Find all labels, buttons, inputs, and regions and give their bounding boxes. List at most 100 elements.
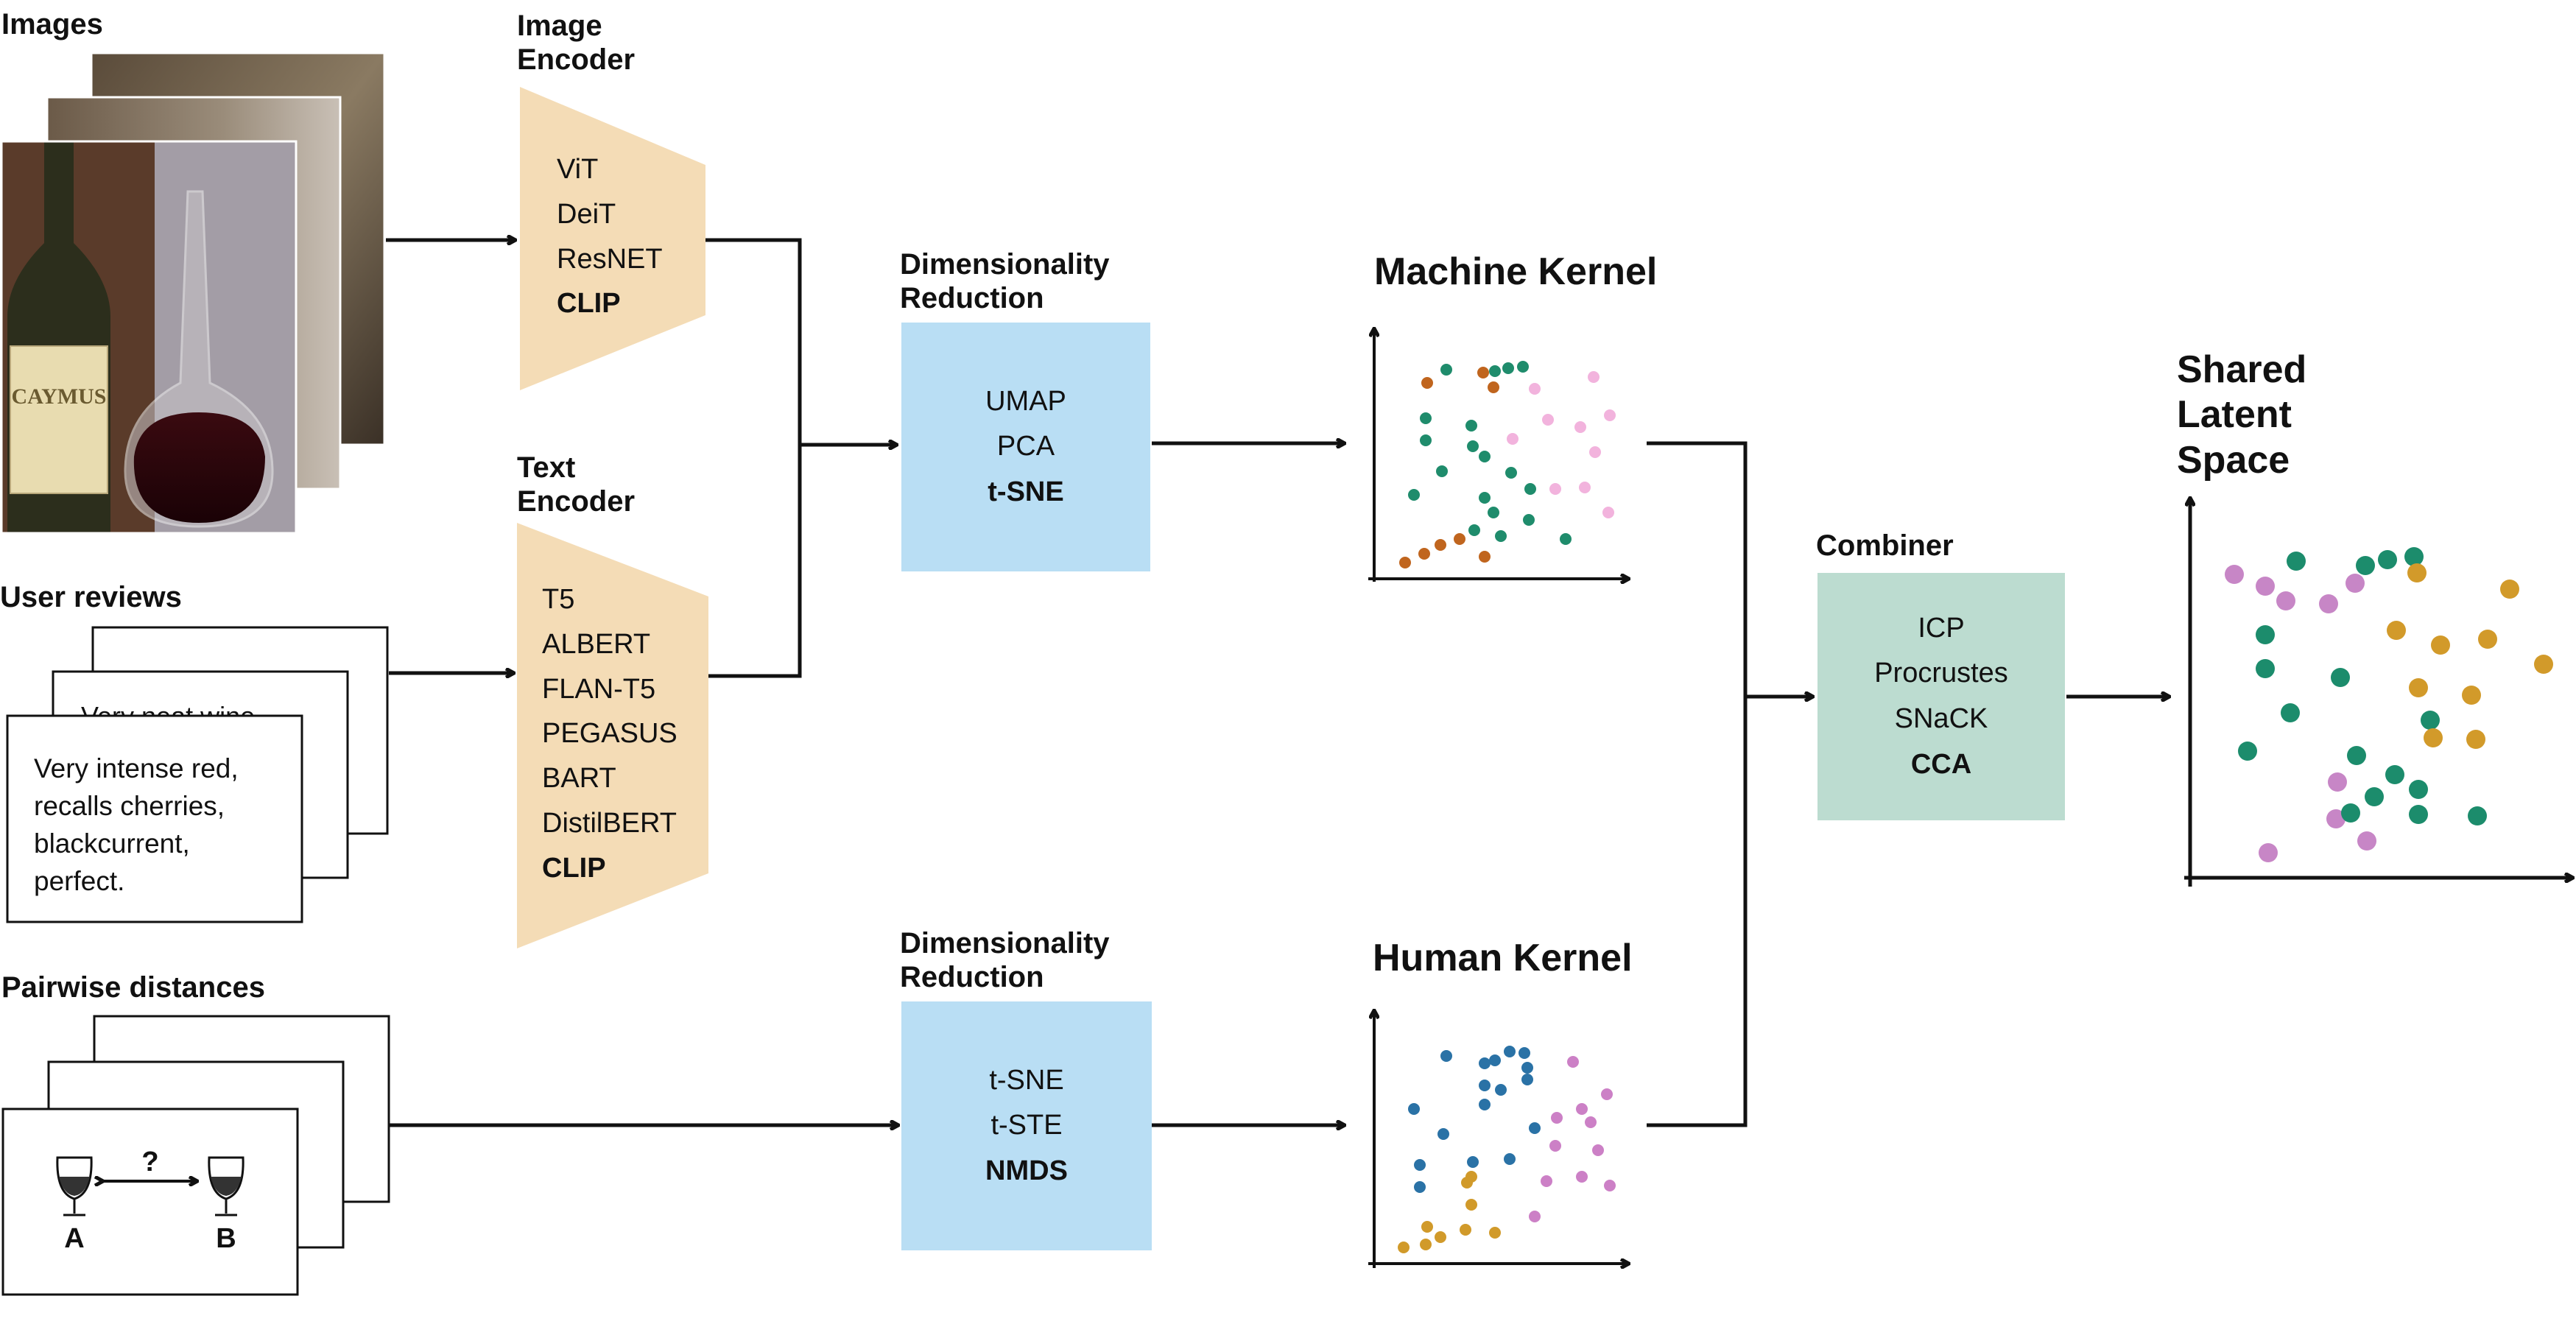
image-encoder-heading: Image Encoder	[517, 10, 636, 76]
dim-reduction-bottom-box	[901, 1001, 1152, 1250]
machine-kernel-points	[1399, 361, 1616, 568]
human-kernel-points	[1398, 1046, 1616, 1253]
scatter-point	[1604, 1180, 1616, 1191]
combiner-method: Procrustes	[1874, 658, 2008, 689]
text-encoder-model: T5	[542, 584, 575, 615]
scatter-point	[1489, 1054, 1501, 1066]
scatter-point	[1465, 420, 1477, 432]
scatter-point	[2319, 594, 2338, 613]
scatter-point	[1454, 533, 1465, 545]
scatter-point	[1408, 1103, 1420, 1115]
dim-reduction-method: t-STE	[990, 1110, 1063, 1141]
scatter-point	[1414, 1181, 1426, 1193]
dim-reduction-bottom-methods: t-SNE t-STE NMDS	[901, 1001, 1152, 1250]
scatter-point	[1479, 492, 1491, 504]
text-encoder-models: T5 ALBERT FLAN-T5 PEGASUS BART DistilBER…	[542, 577, 678, 891]
connectors	[386, 240, 2169, 1125]
text-encoder-heading: Text Encoder	[517, 451, 636, 518]
scatter-point	[1488, 381, 1499, 393]
scatter-point	[1420, 412, 1432, 424]
scatter-point	[1420, 1239, 1432, 1250]
scatter-point	[2385, 765, 2404, 784]
scatter-point	[1541, 1175, 1552, 1187]
scatter-point	[2431, 635, 2450, 655]
scatter-point	[1479, 451, 1491, 462]
pairwise-label-b: B	[216, 1223, 236, 1254]
scatter-point	[2407, 563, 2427, 582]
shared-space-axes	[2184, 498, 2573, 887]
scatter-point	[2256, 625, 2275, 644]
scatter-point	[2424, 728, 2443, 747]
merge-kernels	[1647, 441, 1748, 1127]
scatter-point	[1479, 551, 1491, 563]
pairwise-question: ?	[141, 1147, 158, 1177]
scatter-point	[2276, 591, 2295, 610]
dim-reduction-method: UMAP	[985, 385, 1066, 417]
scatter-point	[1504, 1153, 1516, 1165]
scatter-point	[2357, 831, 2376, 851]
scatter-point	[1440, 1050, 1452, 1062]
text-encoder-model: BART	[542, 763, 616, 795]
scatter-point	[1477, 367, 1489, 378]
human-kernel-title: Human Kernel	[1373, 937, 1633, 979]
scatter-point	[1502, 362, 1514, 374]
scatter-point	[1579, 482, 1591, 493]
scatter-point	[2347, 746, 2366, 765]
scatter-point	[2478, 630, 2497, 649]
user-reviews-heading: User reviews	[0, 581, 182, 613]
scatter-point	[1421, 1221, 1433, 1233]
images-heading: Images	[1, 8, 103, 41]
combiner-heading: Combiner	[1816, 529, 1954, 562]
text-encoder-model: DistilBERT	[542, 807, 677, 839]
dim-reduction-bottom-heading: Dimensionality Reduction	[900, 927, 1110, 993]
scatter-point	[1551, 1112, 1563, 1124]
scatter-point	[1461, 1177, 1473, 1189]
review-card-front	[6, 714, 303, 923]
scatter-point	[2421, 711, 2440, 730]
scatter-point	[2328, 772, 2347, 792]
dim-reduction-top-methods: UMAP PCA t-SNE	[901, 323, 1150, 571]
pairwise-card-front	[1, 1108, 299, 1296]
scatter-point	[1468, 524, 1480, 536]
scatter-point	[1521, 1062, 1533, 1074]
scatter-point	[2331, 668, 2350, 687]
scatter-point	[1420, 434, 1432, 446]
scatter-point	[1542, 414, 1554, 426]
human-kernel-axes	[1368, 1010, 1629, 1268]
scatter-point	[1567, 1056, 1579, 1068]
combiner-methods: ICP Procrustes SNaCK CCA	[1817, 573, 2065, 820]
scatter-point	[2326, 809, 2346, 828]
shared-space-points	[2225, 547, 2553, 862]
scatter-point	[1576, 1171, 1588, 1183]
scatter-point	[2281, 703, 2300, 722]
scatter-point	[1505, 467, 1517, 479]
dim-reduction-method: t-SNE	[989, 1064, 1064, 1096]
image-encoder-model: ResNET	[557, 243, 663, 275]
scatter-point	[1399, 557, 1411, 568]
scatter-point	[1574, 421, 1586, 433]
scatter-point	[2387, 621, 2406, 640]
scatter-point	[2409, 678, 2428, 697]
scatter-point	[1589, 446, 1601, 458]
scatter-point	[1504, 1046, 1516, 1057]
image-encoder-models: ViT DeiT ResNET CLIP	[557, 147, 663, 326]
dim-reduction-method: NMDS	[985, 1155, 1068, 1186]
dim-reduction-method: t-SNE	[988, 476, 1064, 507]
scatter-point	[1467, 440, 1479, 452]
wine-glass-icon-a	[56, 1156, 93, 1216]
image-stack: CAYMUS	[0, 52, 386, 535]
wine-label	[10, 345, 108, 494]
photo-front: CAYMUS	[1, 141, 296, 533]
scatter-point	[1549, 1140, 1561, 1152]
image-encoder-model: ViT	[557, 154, 599, 185]
scatter-point	[2468, 806, 2487, 825]
scatter-point	[1560, 533, 1572, 545]
scatter-point	[1604, 409, 1616, 421]
scatter-point	[2365, 787, 2384, 806]
scatter-point	[1529, 383, 1541, 395]
scatter-point	[1517, 361, 1529, 373]
merge-image-encoder	[705, 238, 802, 678]
wine-label-brand: CAYMUS	[12, 384, 107, 409]
scatter-point	[1440, 364, 1452, 376]
scatter-point	[2462, 686, 2481, 705]
